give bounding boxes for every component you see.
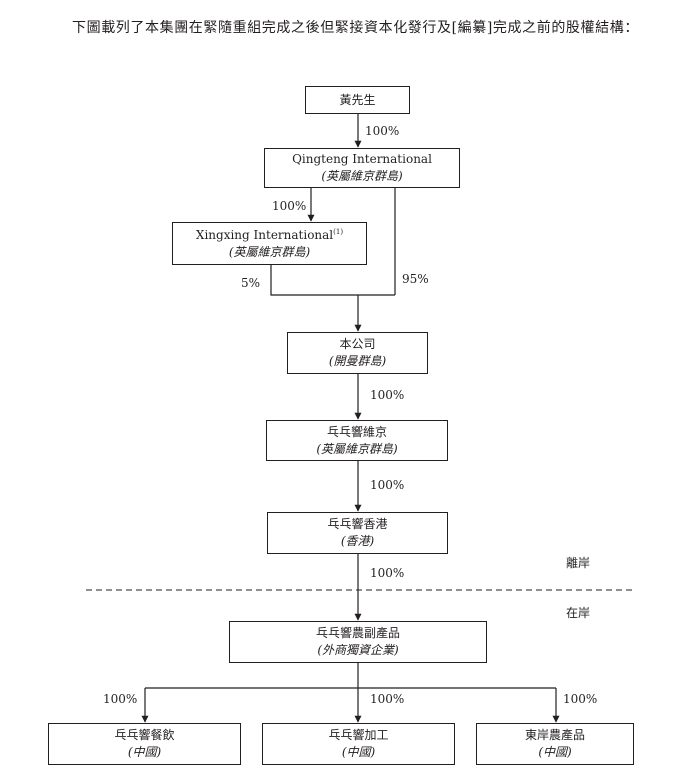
- entity-huang: 黃先生: [305, 86, 410, 114]
- pct-agri-dongan: 100%: [563, 692, 598, 706]
- entity-catering: 乓乓響餐飲 (中國): [48, 723, 241, 765]
- entity-processing-place: (中國): [341, 745, 376, 759]
- entity-bvi-sub-place: (英屬維京群島): [316, 441, 398, 456]
- entity-company: 本公司 (開曼群島): [287, 332, 428, 374]
- entity-hk-sub-name: 乓乓響香港: [327, 517, 388, 531]
- line-xingxing-company: [270, 265, 395, 296]
- pct-bvi-hk: 100%: [370, 478, 405, 492]
- zone-onshore-label: 在岸: [566, 606, 591, 620]
- pct-qingteng-company: 95%: [402, 272, 429, 286]
- pct-hk-agri: 100%: [370, 566, 405, 580]
- entity-dongan-place: (中國): [538, 745, 572, 759]
- pct-huang-qingteng: 100%: [365, 124, 400, 138]
- entity-agri-name: 乓乓響農副產品: [315, 626, 400, 640]
- entity-bvi-sub-name: 乓乓響維京: [326, 424, 387, 439]
- entity-huang-name: 黃先生: [339, 92, 376, 107]
- entity-processing-name: 乓乓響加工: [328, 728, 389, 742]
- entity-company-name: 本公司: [339, 337, 376, 351]
- entity-company-place: (開曼群島): [328, 354, 387, 368]
- entity-qingteng: Qingteng International (英屬維京群島): [264, 148, 460, 188]
- entity-xingxing-title: Xingxing International(1): [196, 227, 343, 244]
- entity-hk-sub-place: (香港): [340, 534, 375, 548]
- pct-agri-processing: 100%: [370, 692, 405, 706]
- entity-agri: 乓乓響農副產品 (外商獨資企業): [229, 621, 487, 663]
- entity-xingxing: Xingxing International(1) (英屬維京群島): [172, 222, 367, 265]
- entity-dongan-name: 東岸農產品: [524, 728, 585, 742]
- entity-processing: 乓乓響加工 (中國): [262, 723, 455, 765]
- entity-qingteng-name: Qingteng International: [292, 152, 432, 166]
- pct-qingteng-xingxing: 100%: [272, 199, 307, 213]
- zone-offshore-label: 離岸: [566, 556, 591, 570]
- entity-agri-place: (外商獨資企業): [317, 643, 399, 657]
- entity-dongan: 東岸農產品 (中國): [476, 723, 634, 765]
- entity-xingxing-name: Xingxing International: [195, 227, 334, 242]
- pct-xingxing-company: 5%: [241, 276, 261, 290]
- entity-bvi-sub: 乓乓響維京 (英屬維京群島): [266, 420, 448, 461]
- pct-company-bvi: 100%: [370, 388, 405, 402]
- entity-catering-name: 乓乓響餐飲: [114, 728, 175, 742]
- entity-xingxing-footnote: (1): [333, 227, 344, 236]
- entity-qingteng-place: (英屬維京群島): [321, 169, 403, 183]
- entity-catering-place: (中國): [127, 745, 162, 759]
- intro-paragraph: 下圖載列了本集團在緊隨重組完成之後但緊接資本化發行及[編纂]完成之前的股權結構：: [72, 20, 639, 36]
- entity-hk-sub: 乓乓響香港 (香港): [267, 512, 448, 554]
- pct-agri-catering: 100%: [103, 692, 138, 706]
- entity-xingxing-place: (英屬維京群島): [228, 244, 311, 259]
